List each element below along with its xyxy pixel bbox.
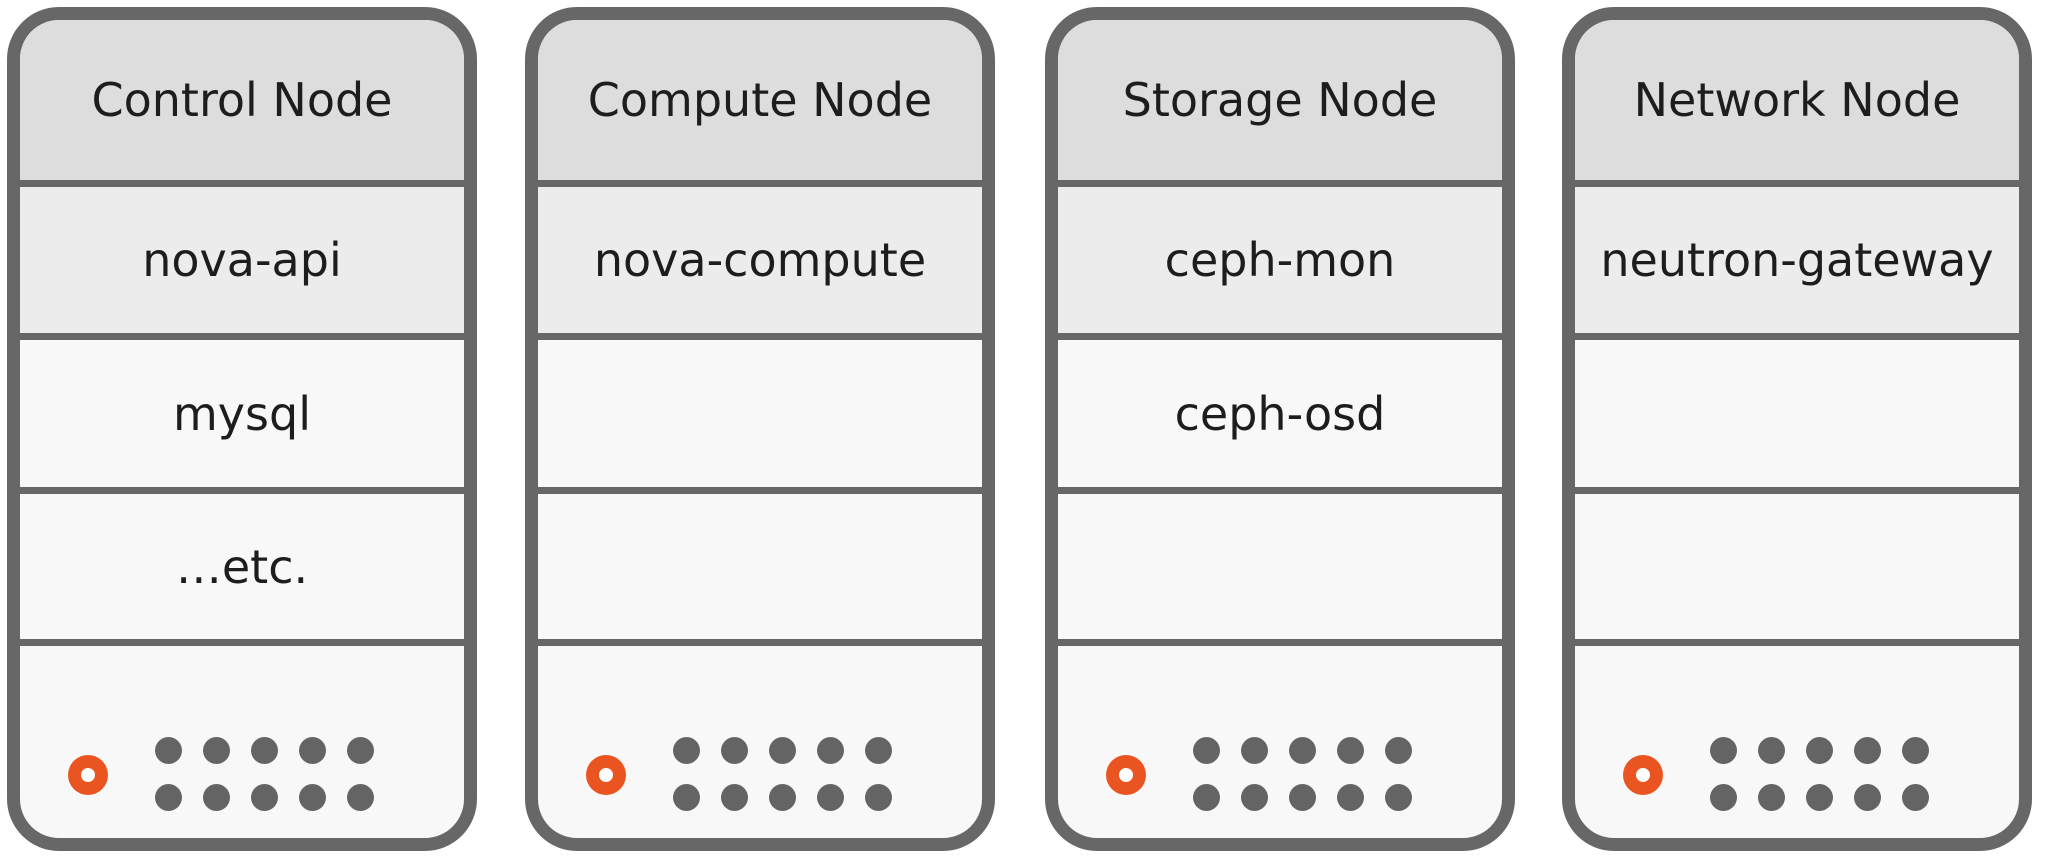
port-dot-icon (817, 737, 844, 764)
port-dot-icon (1854, 737, 1881, 764)
port-dot-icon (1193, 737, 1220, 764)
port-dot-icon (155, 784, 182, 811)
node-title: Network Node (1575, 20, 2019, 187)
power-led-icon (1106, 755, 1146, 795)
port-dot-icon (1806, 737, 1833, 764)
port-dot-icon (155, 737, 182, 764)
port-dot-icon (1854, 784, 1881, 811)
node-storage: Storage Node ceph-mon ceph-osd (1045, 7, 1515, 851)
service-slot (1575, 340, 2019, 494)
port-dot-icon (865, 737, 892, 764)
service-slot (538, 494, 982, 646)
port-dot-icon (1289, 737, 1316, 764)
service-slot (1058, 494, 1502, 646)
power-led-icon (1623, 755, 1663, 795)
port-dot-icon (1806, 784, 1833, 811)
port-dot-icon (865, 784, 892, 811)
node-control: Control Node nova-api mysql …etc. (7, 7, 477, 851)
port-dot-icon (1241, 737, 1268, 764)
service-slot: nova-api (20, 187, 464, 340)
node-compute: Compute Node nova-compute (525, 7, 995, 851)
port-dot-icon (203, 784, 230, 811)
port-dot-icon (721, 784, 748, 811)
service-slot: nova-compute (538, 187, 982, 340)
port-dot-icon (1710, 737, 1737, 764)
port-dot-icon (1758, 784, 1785, 811)
port-dot-icon (817, 784, 844, 811)
port-dot-icon (769, 737, 796, 764)
port-dot-icon (673, 737, 700, 764)
port-dot-icon (347, 737, 374, 764)
node-title: Control Node (20, 20, 464, 187)
port-dot-icon (347, 784, 374, 811)
port-dot-icon (251, 737, 278, 764)
port-dot-icon (1385, 737, 1412, 764)
port-dot-icon (1902, 737, 1929, 764)
power-led-icon (68, 755, 108, 795)
service-slot: neutron-gateway (1575, 187, 2019, 340)
port-dot-icon (1385, 784, 1412, 811)
port-dot-icon (1902, 784, 1929, 811)
port-dot-icon (1289, 784, 1316, 811)
port-dot-icon (1193, 784, 1220, 811)
power-led-icon (586, 755, 626, 795)
port-dot-icon (299, 784, 326, 811)
service-slot (1575, 494, 2019, 646)
service-slot: …etc. (20, 494, 464, 646)
service-slot (538, 340, 982, 494)
port-dot-icon (769, 784, 796, 811)
node-title: Compute Node (538, 20, 982, 187)
service-slot: mysql (20, 340, 464, 494)
port-dot-icon (1337, 784, 1364, 811)
port-dot-icon (1710, 784, 1737, 811)
node-network: Network Node neutron-gateway (1562, 7, 2032, 851)
port-dot-icon (203, 737, 230, 764)
service-slot: ceph-mon (1058, 187, 1502, 340)
port-dot-icon (1758, 737, 1785, 764)
port-dot-icon (721, 737, 748, 764)
port-dot-icon (251, 784, 278, 811)
port-dot-icon (1241, 784, 1268, 811)
service-slot: ceph-osd (1058, 340, 1502, 494)
node-title: Storage Node (1058, 20, 1502, 187)
port-dot-icon (1337, 737, 1364, 764)
port-dot-icon (299, 737, 326, 764)
port-dot-icon (673, 784, 700, 811)
